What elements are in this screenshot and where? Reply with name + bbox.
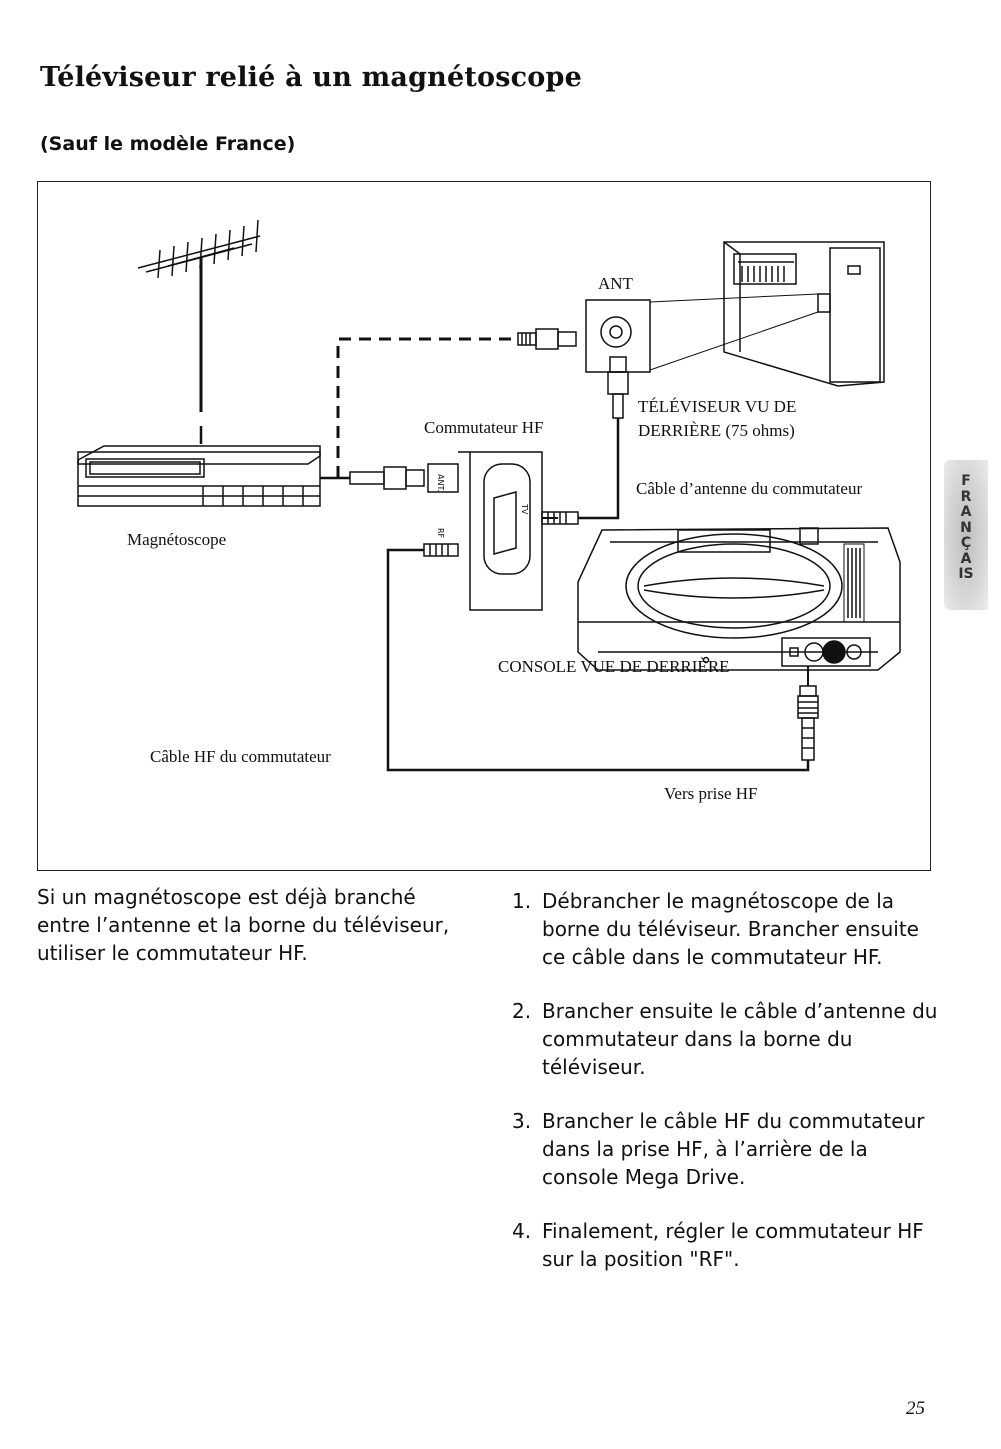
to-rf-jack-label: Vers prise HF (664, 784, 758, 803)
tv-antenna-socket-icon (585, 299, 651, 486)
vcr-cable-plug-icon (349, 466, 425, 490)
step-number: 4. (512, 1219, 532, 1243)
language-tab-label: FRANÇAIS (958, 473, 974, 582)
tv-rear-label: TÉLÉVISEUR VU DE (638, 397, 797, 416)
antenna-plug-icon (517, 328, 577, 350)
language-tab: FRANÇAIS (944, 460, 988, 610)
page-subtitle: (Sauf le modèle France) (40, 133, 296, 155)
step-text: Finalement, régler le commutateur HF sur… (542, 1219, 924, 1271)
rf-switch-icon (427, 451, 543, 611)
tv-rear-label-2-text: DERRIÈRE (638, 421, 722, 440)
list-item: 1. Débrancher le magnétoscope de la born… (512, 887, 942, 971)
console-rear-label: CONSOLE VUE DE DERRIÈRE (498, 657, 730, 676)
switch-rf-label: RF (436, 528, 445, 539)
rf-switch-label: Commutateur HF (424, 418, 544, 437)
antenna-icon (137, 219, 261, 412)
vcr-label: Magnétoscope (127, 530, 227, 549)
connection-diagram: ANT. RF TV ANT TÉLÉVISEUR VU DE DERRIÈRE… (37, 181, 931, 871)
console-icon (577, 527, 901, 671)
vcr-icon (77, 426, 321, 507)
step-number: 2. (512, 999, 532, 1023)
switch-rf-cable-label: Câble HF du commutateur (150, 747, 331, 766)
step-text: Débrancher le magnétoscope de la borne d… (542, 889, 919, 969)
intro-paragraph: Si un magnétoscope est déjà branché entr… (37, 885, 450, 965)
list-item: 3. Brancher le câble HF du commutateur d… (512, 1107, 942, 1191)
ant-label: ANT (598, 274, 633, 293)
page-number: 25 (906, 1398, 925, 1419)
list-item: 4. Finalement, régler le commutateur HF … (512, 1217, 942, 1273)
step-text: Brancher le câble HF du commutateur dans… (542, 1109, 925, 1189)
rf-plug-icon (797, 666, 819, 761)
switch-antenna-cable-label: Câble d’antenne du commutateur (636, 479, 863, 498)
page-title: Téléviseur relié à un magnétoscope (40, 62, 582, 93)
tv-rear-ohms: (75 ohms) (725, 421, 795, 440)
step-number: 3. (512, 1109, 532, 1133)
step-number: 1. (512, 889, 532, 913)
instruction-steps: 1. Débrancher le magnétoscope de la born… (512, 887, 942, 1299)
switch-tv-label: TV (520, 503, 529, 515)
step-text: Brancher ensuite le câble d’antenne du c… (542, 999, 938, 1079)
list-item: 2. Brancher ensuite le câble d’antenne d… (512, 997, 942, 1081)
television-icon (649, 241, 885, 387)
tv-rear-label-2: DERRIÈRE (75 ohms) (638, 421, 795, 441)
connection-diagram-drawing: ANT. RF TV (77, 219, 901, 772)
switch-ant-label: ANT. (436, 474, 445, 492)
